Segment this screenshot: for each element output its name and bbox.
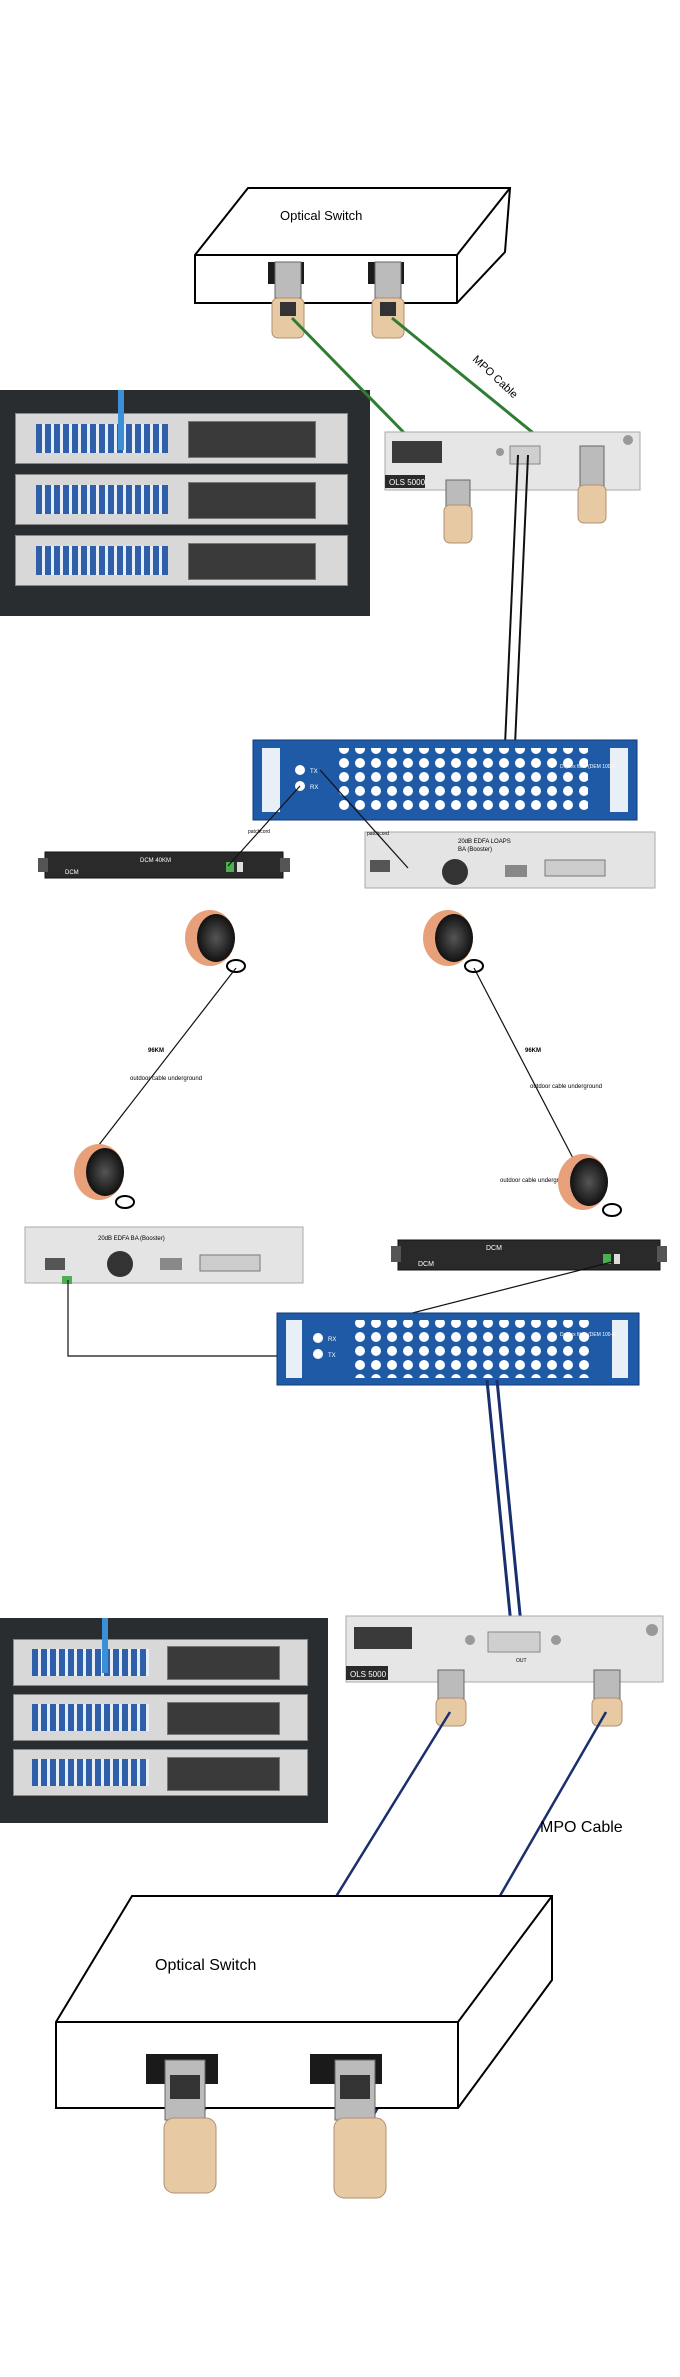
- patch-bottom-1: [485, 1379, 515, 1646]
- spool-right-bottom: [558, 1154, 622, 1217]
- bottom-ols-badge: OLS 5000: [350, 1670, 387, 1679]
- top-transceiver-left: [271, 261, 305, 339]
- mux-top-tx: TX: [310, 769, 318, 775]
- spool-right-top: [423, 910, 484, 973]
- top-optical-switch: Optical Switch: [194, 187, 512, 304]
- edfa-left-bottom: 20dB EDFA BA (Booster): [24, 1226, 304, 1284]
- bottom-ols-module: OLS 5000 OUT: [345, 1615, 664, 1727]
- top-ols-module: OLS 5000: [384, 431, 641, 544]
- mux-bottom-tx: TX: [328, 1353, 336, 1359]
- mux-top-rx: RX: [310, 785, 318, 791]
- patch-bottom-2: [495, 1379, 525, 1646]
- bottom-ols-out: OUT: [516, 1658, 527, 1664]
- mux-bottom-rx: RX: [328, 1337, 336, 1343]
- span-left-cable: outdoor cable underground: [130, 1076, 202, 1082]
- patch-top-1: [504, 454, 519, 746]
- edfa-right-top-title: 20dB EDFA LOAPS: [458, 839, 511, 845]
- edfa-left-bottom-title: 20dB EDFA BA (Booster): [98, 1236, 165, 1242]
- top-mpo-label: MPO Cable: [470, 353, 520, 401]
- dcm-right-bottom: DCM DCM: [391, 1239, 667, 1271]
- dcm-left-top-tag: DCM: [65, 870, 79, 876]
- mux-top-title: Duplex fiber (DEM 100-2): [560, 764, 617, 770]
- mux-panel-bottom: RX TX Duplex fiber (DEM 100-2): [276, 1312, 640, 1386]
- bottom-optical-switch: Optical Switch: [55, 1895, 553, 2109]
- bottom-mpo-label: MPO Cable: [540, 1819, 623, 1836]
- spool-left-top: [185, 910, 246, 973]
- top-transceiver-right: [371, 261, 405, 339]
- edfa-right-top: 20dB EDFA LOAPS BA (Booster): [364, 831, 656, 889]
- spool-left-bottom: [74, 1144, 135, 1209]
- mux-bottom-title: Duplex fiber (DEM 100-2): [560, 1332, 617, 1338]
- span-right-cable2: outdoor cable underground: [500, 1178, 572, 1184]
- top-ols-badge: OLS 5000: [389, 478, 426, 487]
- rack-photo-bottom: [0, 1618, 328, 1823]
- span-right-distance: 96KM: [525, 1048, 541, 1054]
- span-left-line: [94, 967, 237, 1151]
- patch-top-2: [514, 454, 529, 746]
- bottom-switch-label: Optical Switch: [155, 1957, 256, 1974]
- dcm-left-top: DCM 40KM DCM: [38, 851, 290, 879]
- span-left-distance: 96KM: [148, 1048, 164, 1054]
- edfa-right-top-subtitle: BA (Booster): [458, 847, 492, 853]
- top-ols-badge-bg: [385, 475, 425, 488]
- bottom-transceiver-right: [333, 2059, 387, 2199]
- top-switch-label: Optical Switch: [280, 208, 362, 223]
- rack-photo-top: [0, 390, 370, 616]
- span-right-cable: outdoor cable underground: [530, 1084, 602, 1090]
- dcm-left-top-title: DCM 40KM: [140, 858, 171, 864]
- span-right-line: [473, 967, 576, 1163]
- mux-panel-top: TX RX Duplex fiber (DEM 100-2): [252, 739, 638, 821]
- bottom-transceiver-left: [163, 2059, 217, 2194]
- dcm-right-bottom-tag: DCM: [418, 1261, 434, 1268]
- dcm-right-bottom-title: DCM: [486, 1245, 502, 1252]
